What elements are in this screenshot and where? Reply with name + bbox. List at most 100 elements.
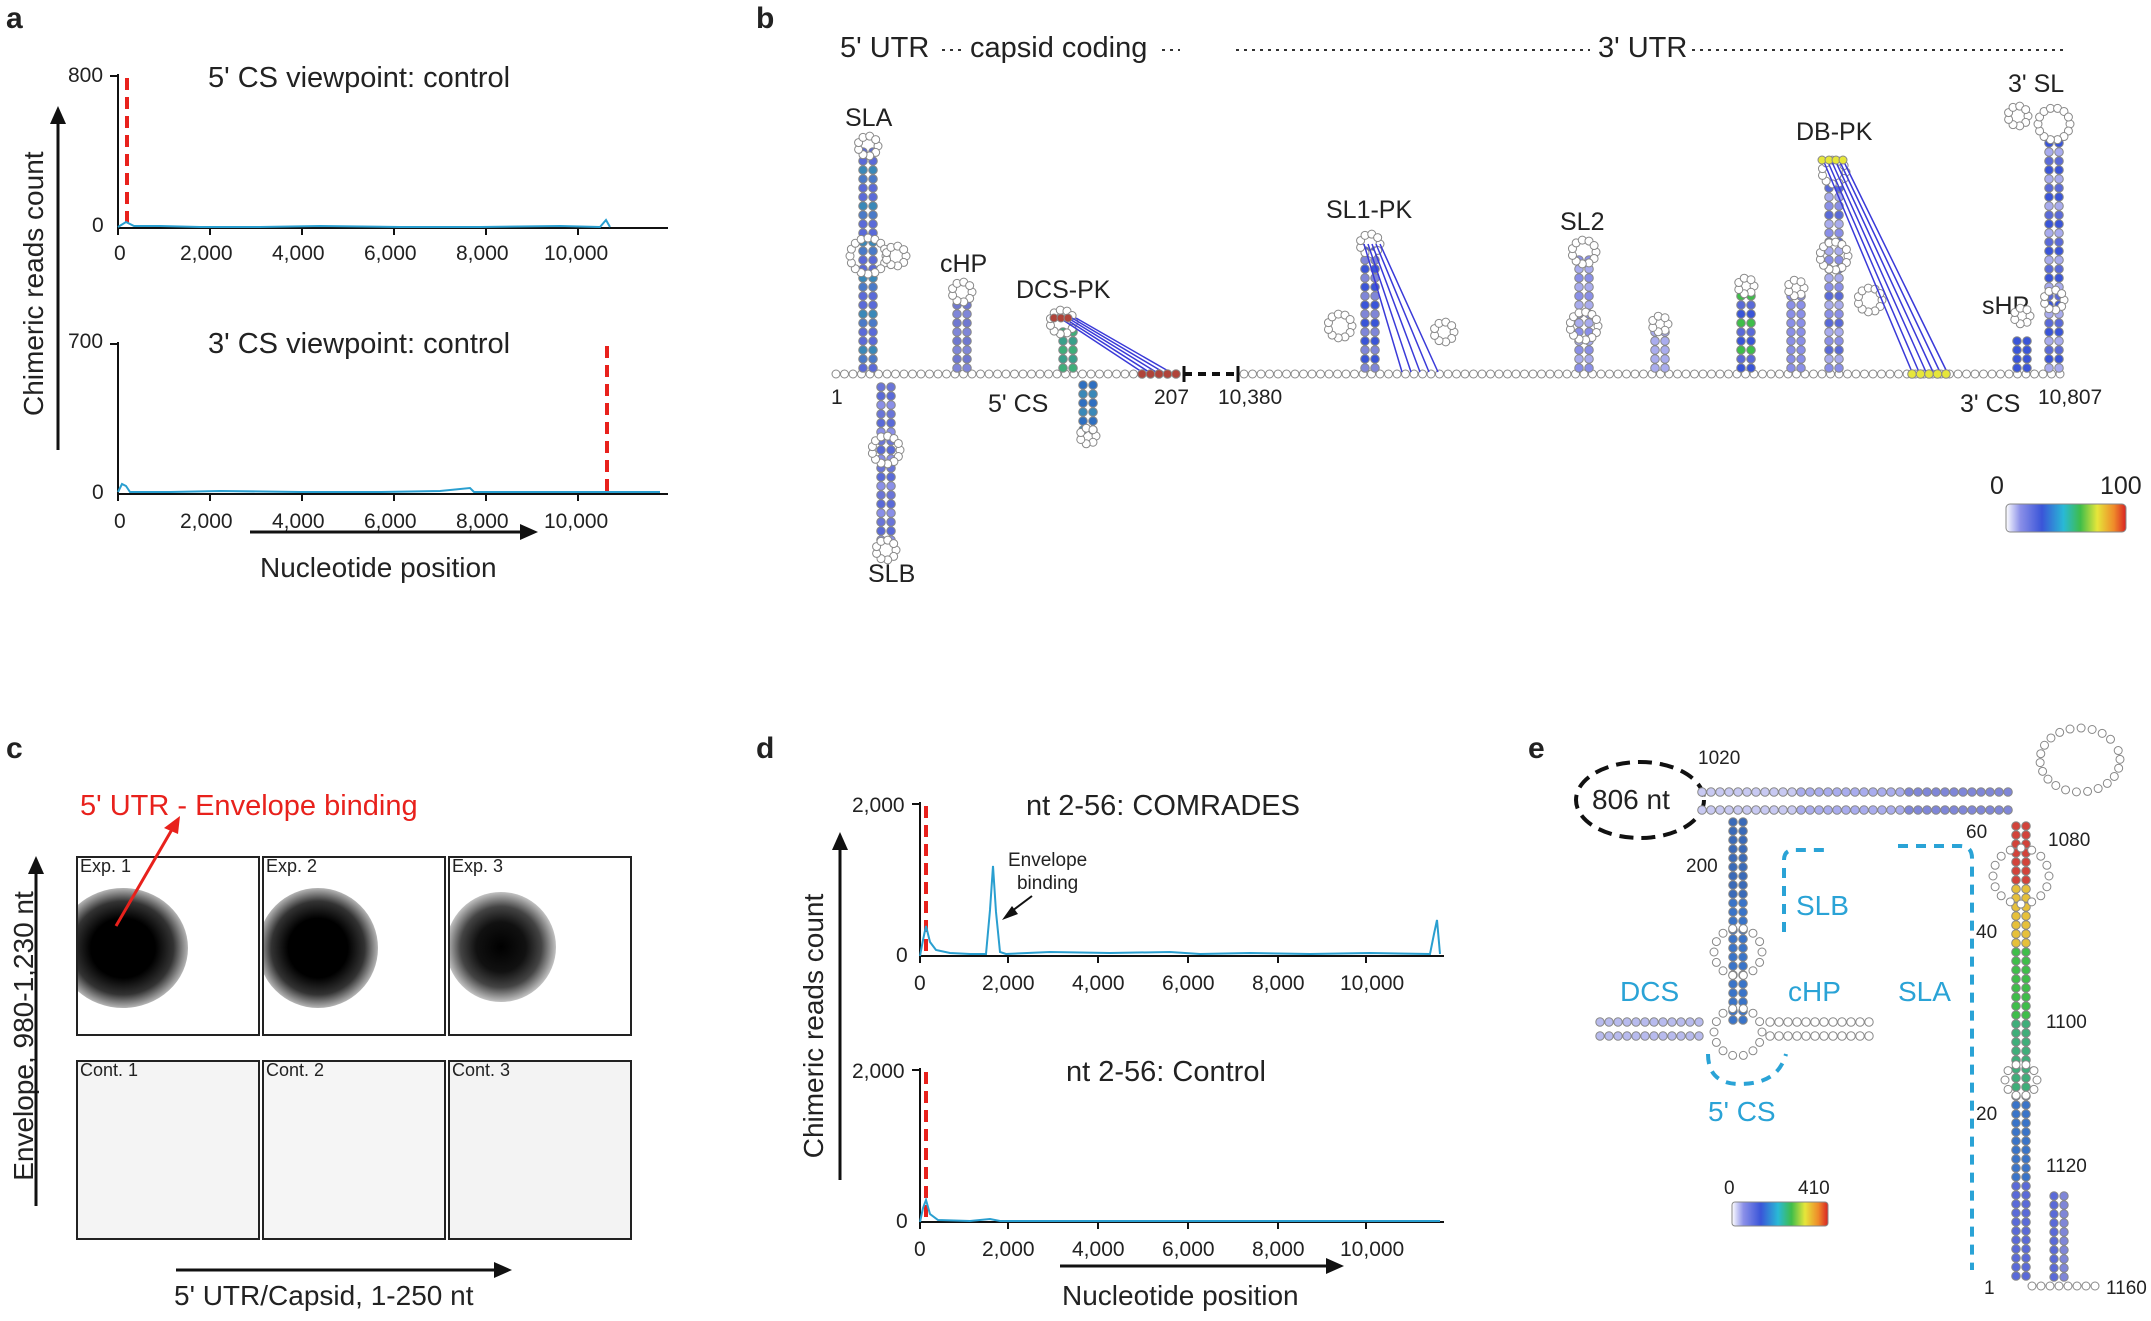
panel-d-top-xtick-4: 8,000 [1252, 972, 1305, 995]
e-slb-bead [2011, 1073, 2021, 1083]
e-slb-bead [2021, 1127, 2031, 1137]
e-loop-bead [2115, 754, 2125, 764]
e-slb-bead [2011, 1100, 2021, 1110]
pos-207: 207 [1154, 386, 1190, 409]
e-sla-bead [1728, 916, 1738, 926]
panel-e-chp: cHP [1788, 976, 1841, 1007]
panel-a-top-ymax: 800 [68, 64, 104, 87]
e-sla-bead [1728, 862, 1738, 872]
e-sla-bead [1728, 835, 1738, 845]
e-sla-bead [1738, 1015, 1748, 1025]
panel-e-slb: SLB [1796, 890, 1849, 921]
e-loop-bead [1738, 1004, 1748, 1014]
e-slb-bead [2011, 884, 2021, 894]
loop-bead [893, 438, 903, 448]
e-sla-bead [1738, 907, 1748, 917]
e-tail-bead [2027, 1281, 2037, 1291]
e-chp-bead [1801, 1017, 1811, 1027]
heatmap-exp-3: Exp. 3 [448, 856, 632, 1036]
e-loop-bead [2093, 784, 2103, 794]
e-dcs-bead [1685, 1017, 1695, 1027]
stem-bead [1078, 380, 1088, 390]
e-dcs-bead [1676, 1031, 1686, 1041]
e-slb-bead [2021, 830, 2031, 840]
loop-bead [2063, 112, 2073, 122]
e-tail-bead [2054, 1281, 2064, 1291]
e-chp-bead [1837, 1031, 1847, 1041]
e-helix-bead [2003, 787, 2013, 797]
panel-d-plot [832, 802, 1444, 1274]
pseudoknot-line [1367, 243, 1412, 373]
e-chp-bead [1855, 1031, 1865, 1041]
e-sla-bead [1728, 817, 1738, 827]
pos-10807: 10,807 [2038, 386, 2103, 409]
e-chp-bead [1765, 1017, 1775, 1027]
e-dcs-bead [1649, 1031, 1659, 1041]
e-loop-bead [1728, 1004, 1738, 1014]
e-helix-bead [1985, 787, 1995, 797]
panel-d-top-title: nt 2-56: COMRADES [1026, 790, 1300, 822]
e-slb-bead [2011, 1163, 2021, 1173]
e-loop-bead [2036, 891, 2046, 901]
e-helix-bead [1733, 805, 1743, 815]
e-loop-bead [1755, 957, 1765, 967]
pseudoknot-line [1375, 243, 1430, 373]
e-slb-bead [2021, 1262, 2031, 1272]
e-slb-bead [2011, 1109, 2021, 1119]
panel-a-top-y0: 0 [92, 214, 104, 237]
e-loop-bead [2027, 845, 2037, 855]
stem-bead [876, 382, 886, 392]
e-slb-bead [2011, 983, 2021, 993]
e-dcs-bead [1595, 1017, 1605, 1027]
e-loop-bead [2076, 723, 2086, 733]
pos-1: 1 [831, 386, 843, 409]
panel-a-bottom-y0: 0 [92, 481, 104, 504]
e-slb-bead [2011, 857, 2021, 867]
e-num-1: 1 [1984, 1278, 1995, 1299]
e-loop-bead [1757, 1027, 1767, 1037]
e-hp-bead [2059, 1227, 2069, 1237]
e-slb-bead [2021, 956, 2031, 966]
e-chp-bead [1819, 1017, 1829, 1027]
e-helix-bead [1760, 805, 1770, 815]
cs3-label: 3' CS [1960, 390, 2021, 418]
e-sla-bead [1738, 844, 1748, 854]
panel-d-top-y0: 0 [896, 944, 908, 967]
e-helix-bead [1742, 787, 1752, 797]
e-num-40: 40 [1976, 922, 1998, 943]
pseudoknot-line [1063, 317, 1150, 373]
heatmap-cont-1: Cont. 1 [76, 1060, 260, 1240]
e-sla-bead [1738, 889, 1748, 899]
e-hp-bead [2049, 1245, 2059, 1255]
e-tail-bead [2081, 1281, 2091, 1291]
e-dcs-bead [1595, 1031, 1605, 1041]
e-slb-bead [2021, 1208, 2031, 1218]
e-slb-bead [2011, 875, 2021, 885]
e-slb-bead [2021, 884, 2031, 894]
e-slb-bead [2021, 1109, 2031, 1119]
e-slb-bead [2021, 1271, 2031, 1281]
panel-b-scale-min: 0 [1990, 472, 2004, 500]
e-slb-bead [2021, 1001, 2031, 1011]
panel-a-bottom-xtick-1: 2,000 [180, 510, 233, 533]
e-scale-min: 0 [1724, 1178, 1735, 1199]
e-slb-bead [2011, 965, 2021, 975]
e-slb-bead [2021, 983, 2031, 993]
e-chp-bead [1801, 1031, 1811, 1041]
e-hp-bead [2049, 1254, 2059, 1264]
pseudoknot-line [1371, 243, 1421, 373]
e-helix-bead [1994, 787, 2004, 797]
panel-c-label: c [6, 732, 23, 765]
e-slb-bead [2011, 1136, 2021, 1146]
e-sla-bead [1728, 907, 1738, 917]
panel-a-top-title: 5' CS viewpoint: control [208, 62, 511, 94]
e-helix-bead [1787, 805, 1797, 815]
e-chp-bead [1774, 1031, 1784, 1041]
e-loop-bead [2043, 774, 2053, 784]
e-dcs-bead [1622, 1031, 1632, 1041]
e-helix-bead [1922, 805, 1932, 815]
e-helix-bead [1976, 787, 1986, 797]
e-loop-bead [2061, 785, 2071, 795]
panel-d-bottom-y0: 0 [896, 1210, 908, 1233]
e-loop-bead [1748, 1008, 1758, 1018]
